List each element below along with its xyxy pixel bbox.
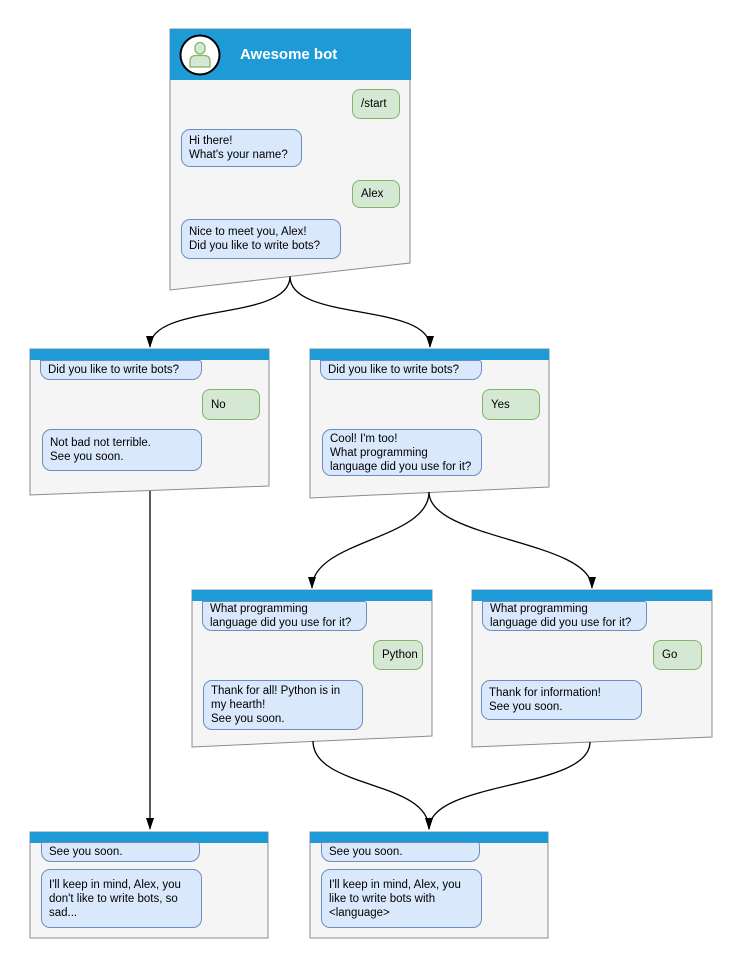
node-header — [310, 832, 548, 843]
node-header — [30, 349, 269, 360]
user-reply-bubble: No — [202, 389, 260, 420]
user-reply-bubble: Python — [373, 640, 423, 670]
node-header — [192, 590, 432, 601]
node-header: Awesome bot — [170, 29, 411, 80]
bot-message-bubble: Not bad not terrible. See you soon. — [42, 429, 202, 471]
bot-message-bubble: I'll keep in mind, Alex, you like to wri… — [321, 869, 482, 928]
chat-node-branch-no: Did you like to write bots? No Not bad n… — [30, 349, 269, 495]
user-reply-bubble: Go — [653, 640, 702, 670]
chat-node-branch-go: What programming language did you use fo… — [472, 590, 712, 747]
bot-message-bubble: Cool! I'm too! What programming language… — [322, 429, 482, 476]
bot-message-bubble: Did you like to write bots? — [320, 360, 482, 380]
bot-message-bubble: See you soon. — [41, 842, 200, 862]
bot-message-bubble: Thank for information! See you soon. — [481, 680, 642, 720]
bot-avatar-person-icon — [179, 34, 221, 76]
edge-yes-to-python — [308, 491, 430, 589]
chat-node-end-yes: See you soon. I'll keep in mind, Alex, y… — [310, 832, 548, 938]
node-header — [30, 832, 268, 843]
bot-message-bubble: See you soon. — [321, 842, 480, 862]
bot-message-bubble: I'll keep in mind, Alex, you don't like … — [41, 869, 202, 928]
edge-root-to-yes — [289, 276, 434, 348]
user-reply-bubble: /start — [352, 89, 400, 119]
bot-message-bubble: What programming language did you use fo… — [482, 601, 647, 631]
chat-node-end-no: See you soon. I'll keep in mind, Alex, y… — [30, 832, 268, 938]
bot-message-bubble: Nice to meet you, Alex! Did you like to … — [181, 219, 341, 259]
edge-root-to-no — [146, 276, 291, 348]
edge-go-to-end-yes — [425, 741, 591, 830]
chat-node-branch-python: What programming language did you use fo… — [192, 590, 432, 747]
user-reply-bubble: Alex — [352, 180, 400, 208]
edge-yes-to-go — [428, 491, 596, 589]
bot-message-bubble: Did you like to write bots? — [40, 360, 202, 380]
bot-message-bubble: Hi there! What's your name? — [181, 129, 302, 167]
bot-message-bubble: Thank for all! Python is in my hearth! S… — [203, 680, 363, 730]
chat-node-awesome-bot: Awesome bot /start Hi there! What's your… — [170, 29, 411, 290]
user-reply-bubble: Yes — [482, 389, 540, 420]
chat-node-branch-yes: Did you like to write bots? Yes Cool! I'… — [310, 349, 549, 501]
node-header — [310, 349, 549, 360]
node-title: Awesome bot — [240, 46, 338, 63]
edge-python-to-end-yes — [312, 740, 433, 830]
node-header — [472, 590, 712, 601]
bot-message-bubble: What programming language did you use fo… — [202, 601, 367, 631]
